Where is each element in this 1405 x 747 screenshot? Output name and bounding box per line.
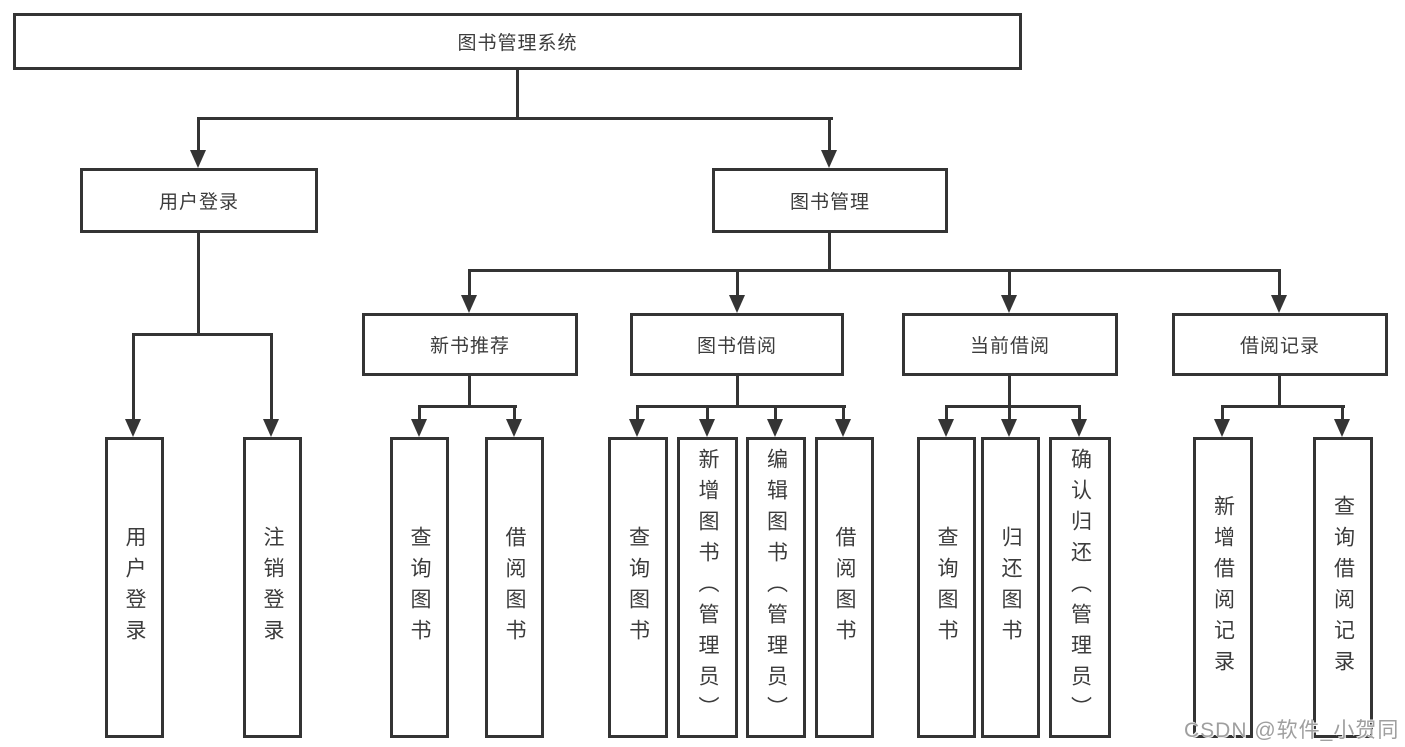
connector-vline — [736, 271, 739, 297]
connector-vline — [828, 232, 831, 272]
connector-vline — [636, 407, 639, 421]
leaf-query-book-2: 查询图书 — [608, 437, 668, 738]
connector-vline — [828, 119, 831, 152]
node-label: 用户登录 — [158, 192, 239, 213]
node-label: 确认归还（管理员） — [1068, 448, 1092, 727]
arrow-down-icon — [821, 150, 837, 168]
arrow-down-icon — [629, 419, 645, 437]
connector-hline — [468, 269, 1281, 272]
node-borrow-records: 借阅记录 — [1172, 313, 1388, 376]
arrow-down-icon — [1271, 295, 1287, 313]
leaf-borrow-book-1: 借阅图书 — [485, 437, 544, 738]
arrow-down-icon — [263, 419, 279, 437]
leaf-query-book-1: 查询图书 — [390, 437, 449, 738]
connector-vline — [706, 407, 709, 421]
arrow-down-icon — [461, 295, 477, 313]
node-book-borrow: 图书借阅 — [630, 313, 844, 376]
connector-hline — [197, 117, 833, 120]
node-label: 图书管理 — [789, 192, 870, 213]
leaf-query-borrow-record: 查询借阅记录 — [1313, 437, 1373, 738]
connector-hline — [132, 333, 273, 336]
node-new-book-recommend: 新书推荐 — [362, 313, 578, 376]
connector-vline — [1008, 407, 1011, 421]
node-label: 新增图书（管理员） — [696, 448, 719, 727]
connector-vline — [736, 376, 739, 407]
connector-hline — [636, 405, 846, 408]
connector-vline — [1341, 407, 1344, 421]
arrow-down-icon — [729, 295, 745, 313]
connector-vline — [945, 407, 948, 421]
connector-vline — [418, 407, 421, 421]
node-label: 查询图书 — [626, 525, 650, 650]
leaf-add-borrow-record: 新增借阅记录 — [1193, 437, 1253, 738]
node-label: 归还图书 — [999, 525, 1022, 650]
node-label: 借阅图书 — [833, 525, 856, 650]
arrow-down-icon — [938, 419, 954, 437]
arrow-down-icon — [699, 419, 715, 437]
leaf-logout: 注销登录 — [243, 437, 302, 738]
connector-vline — [132, 335, 135, 421]
connector-vline — [1278, 376, 1281, 407]
arrow-down-icon — [1214, 419, 1230, 437]
leaf-query-book-3: 查询图书 — [917, 437, 976, 738]
connector-vline — [774, 407, 777, 421]
leaf-confirm-return-admin: 确认归还（管理员） — [1049, 437, 1111, 738]
arrow-down-icon — [125, 419, 141, 437]
node-book-management: 图书管理 — [712, 168, 948, 233]
node-label: 借阅记录 — [1239, 336, 1320, 357]
connector-vline — [197, 119, 200, 152]
node-label: 注销登录 — [261, 525, 284, 650]
connector-vline — [468, 271, 471, 297]
connector-vline — [1278, 271, 1281, 297]
node-label: 图书管理系统 — [457, 33, 578, 54]
connector-hline — [945, 405, 1081, 408]
csdn-watermark: CSDN @软件_小贺同学 — [1184, 719, 1400, 742]
node-label: 查询图书 — [408, 525, 431, 650]
node-label: 借阅图书 — [503, 525, 526, 650]
leaf-add-book-admin: 新增图书（管理员） — [677, 437, 738, 738]
arrow-down-icon — [1334, 419, 1350, 437]
arrow-down-icon — [190, 150, 206, 168]
leaf-user-login: 用户登录 — [105, 437, 164, 738]
node-user-login: 用户登录 — [80, 168, 318, 233]
leaf-borrow-book-2: 借阅图书 — [815, 437, 874, 738]
connector-vline — [842, 407, 845, 421]
connector-vline — [1221, 407, 1224, 421]
arrow-down-icon — [411, 419, 427, 437]
connector-vline — [468, 376, 471, 407]
arrow-down-icon — [1071, 419, 1087, 437]
connector-hline — [418, 405, 517, 408]
arrow-down-icon — [506, 419, 522, 437]
connector-vline — [1008, 376, 1011, 407]
connector-vline — [1008, 271, 1011, 297]
connector-hline — [1221, 405, 1345, 408]
arrow-down-icon — [1001, 295, 1017, 313]
node-library-system: 图书管理系统 — [13, 13, 1022, 70]
connector-vline — [513, 407, 516, 421]
leaf-return-book: 归还图书 — [981, 437, 1040, 738]
node-label: 查询图书 — [935, 525, 958, 650]
node-label: 当前借阅 — [969, 336, 1050, 357]
arrow-down-icon — [1001, 419, 1017, 437]
connector-vline — [197, 233, 200, 335]
connector-vline — [1078, 407, 1081, 421]
leaf-edit-book-admin: 编辑图书（管理员） — [746, 437, 806, 738]
connector-vline — [270, 335, 273, 421]
arrow-down-icon — [835, 419, 851, 437]
connector-vline — [516, 69, 519, 120]
node-label: 用户登录 — [123, 525, 146, 650]
node-label: 新书推荐 — [429, 336, 510, 357]
node-label: 查询借阅记录 — [1331, 494, 1355, 681]
node-current-borrow: 当前借阅 — [902, 313, 1118, 376]
node-label: 新增借阅记录 — [1211, 494, 1235, 681]
node-label: 编辑图书（管理员） — [764, 448, 788, 727]
node-label: 图书借阅 — [696, 336, 777, 357]
arrow-down-icon — [767, 419, 783, 437]
